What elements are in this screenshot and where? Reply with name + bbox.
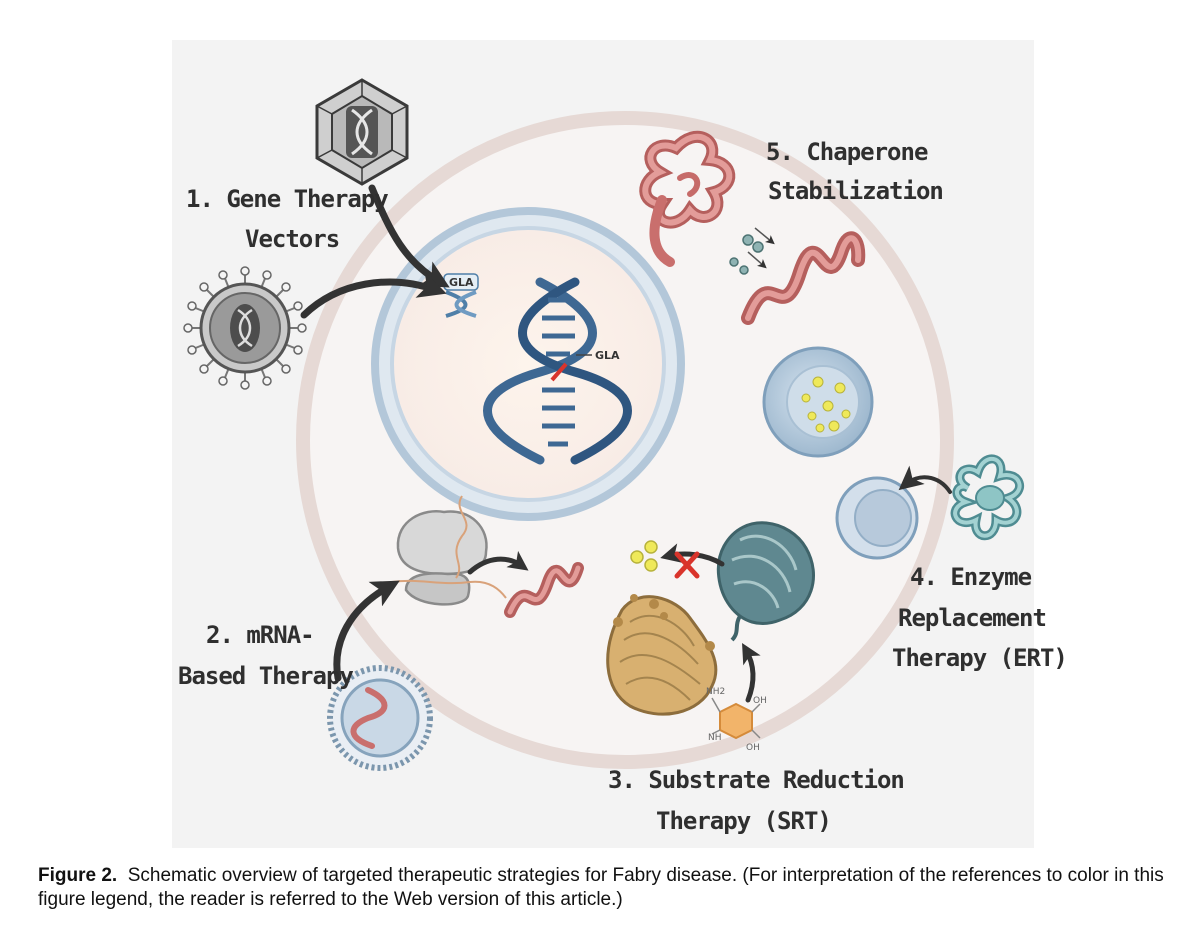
nucleus — [371, 207, 685, 521]
caption-label: Figure 2. — [38, 865, 118, 886]
translation-arrow — [467, 550, 529, 575]
golgi-apparatus-icon — [606, 594, 718, 716]
chem-label-nh: NH — [708, 733, 722, 743]
ert-vesicle-icon — [835, 476, 919, 560]
mutation-mark-icon — [550, 362, 568, 382]
label-ert-line1: 4. Enzyme — [910, 563, 1032, 591]
chaperone-molecule-icon — [729, 234, 764, 275]
chem-label-oh-bottom: OH — [746, 743, 760, 753]
binding-arrows-icon — [747, 227, 775, 269]
figure-caption: Figure 2. Schematic overview of targeted… — [38, 864, 1178, 912]
dna-helix-icon — [483, 277, 632, 465]
label-ert-line2: Replacement — [898, 604, 1046, 632]
label-chaperone-line1: 5. Chaperone — [766, 138, 928, 166]
caption-text: Schematic overview of targeted therapeut… — [38, 865, 1164, 910]
lenti-entry-arrow — [300, 271, 447, 319]
label-chaperone-line2: Stabilization — [768, 177, 943, 205]
ribosome-icon — [391, 495, 507, 606]
translated-protein-highlight — [507, 565, 581, 615]
label-srt-line1: 3. Substrate Reduction — [608, 766, 904, 794]
label-gene-therapy-line2: Vectors — [245, 225, 339, 253]
label-ert-line3: Therapy (ERT) — [892, 644, 1067, 672]
label-mrna-line2: Based Therapy — [178, 662, 353, 690]
label-srt-line2: Therapy (SRT) — [656, 807, 831, 835]
stabilized-protein-highlight — [745, 235, 862, 321]
lysosome-icon — [762, 346, 874, 458]
aav-vector-icon — [315, 78, 409, 186]
lipid-nanoparticle-icon — [327, 665, 433, 771]
label-gene-therapy-line1: 1. Gene Therapy — [186, 185, 388, 213]
nucleus-gene-tag: GLA — [595, 349, 620, 362]
chem-label-oh-top: OH — [753, 696, 767, 706]
chem-label-nh2: NH2 — [706, 687, 725, 697]
inhibitor-molecule-icon — [711, 697, 761, 740]
inhibition-x-icon — [674, 551, 700, 579]
ert-uptake-arrow — [898, 465, 952, 494]
vector-gene-tag: GLA — [449, 276, 474, 289]
endoplasmic-reticulum-icon — [716, 521, 815, 642]
lentiviral-vector-icon — [183, 266, 307, 390]
recombinant-enzyme-icon — [950, 454, 1024, 541]
glycolipid-vesicles-icon — [630, 540, 658, 572]
inhibitor-uptake-arrow — [742, 643, 761, 703]
lnp-delivery-arrow — [333, 580, 400, 682]
label-mrna-line1: 2. mRNA- — [206, 621, 314, 649]
misfolded-protein-icon — [639, 130, 736, 267]
